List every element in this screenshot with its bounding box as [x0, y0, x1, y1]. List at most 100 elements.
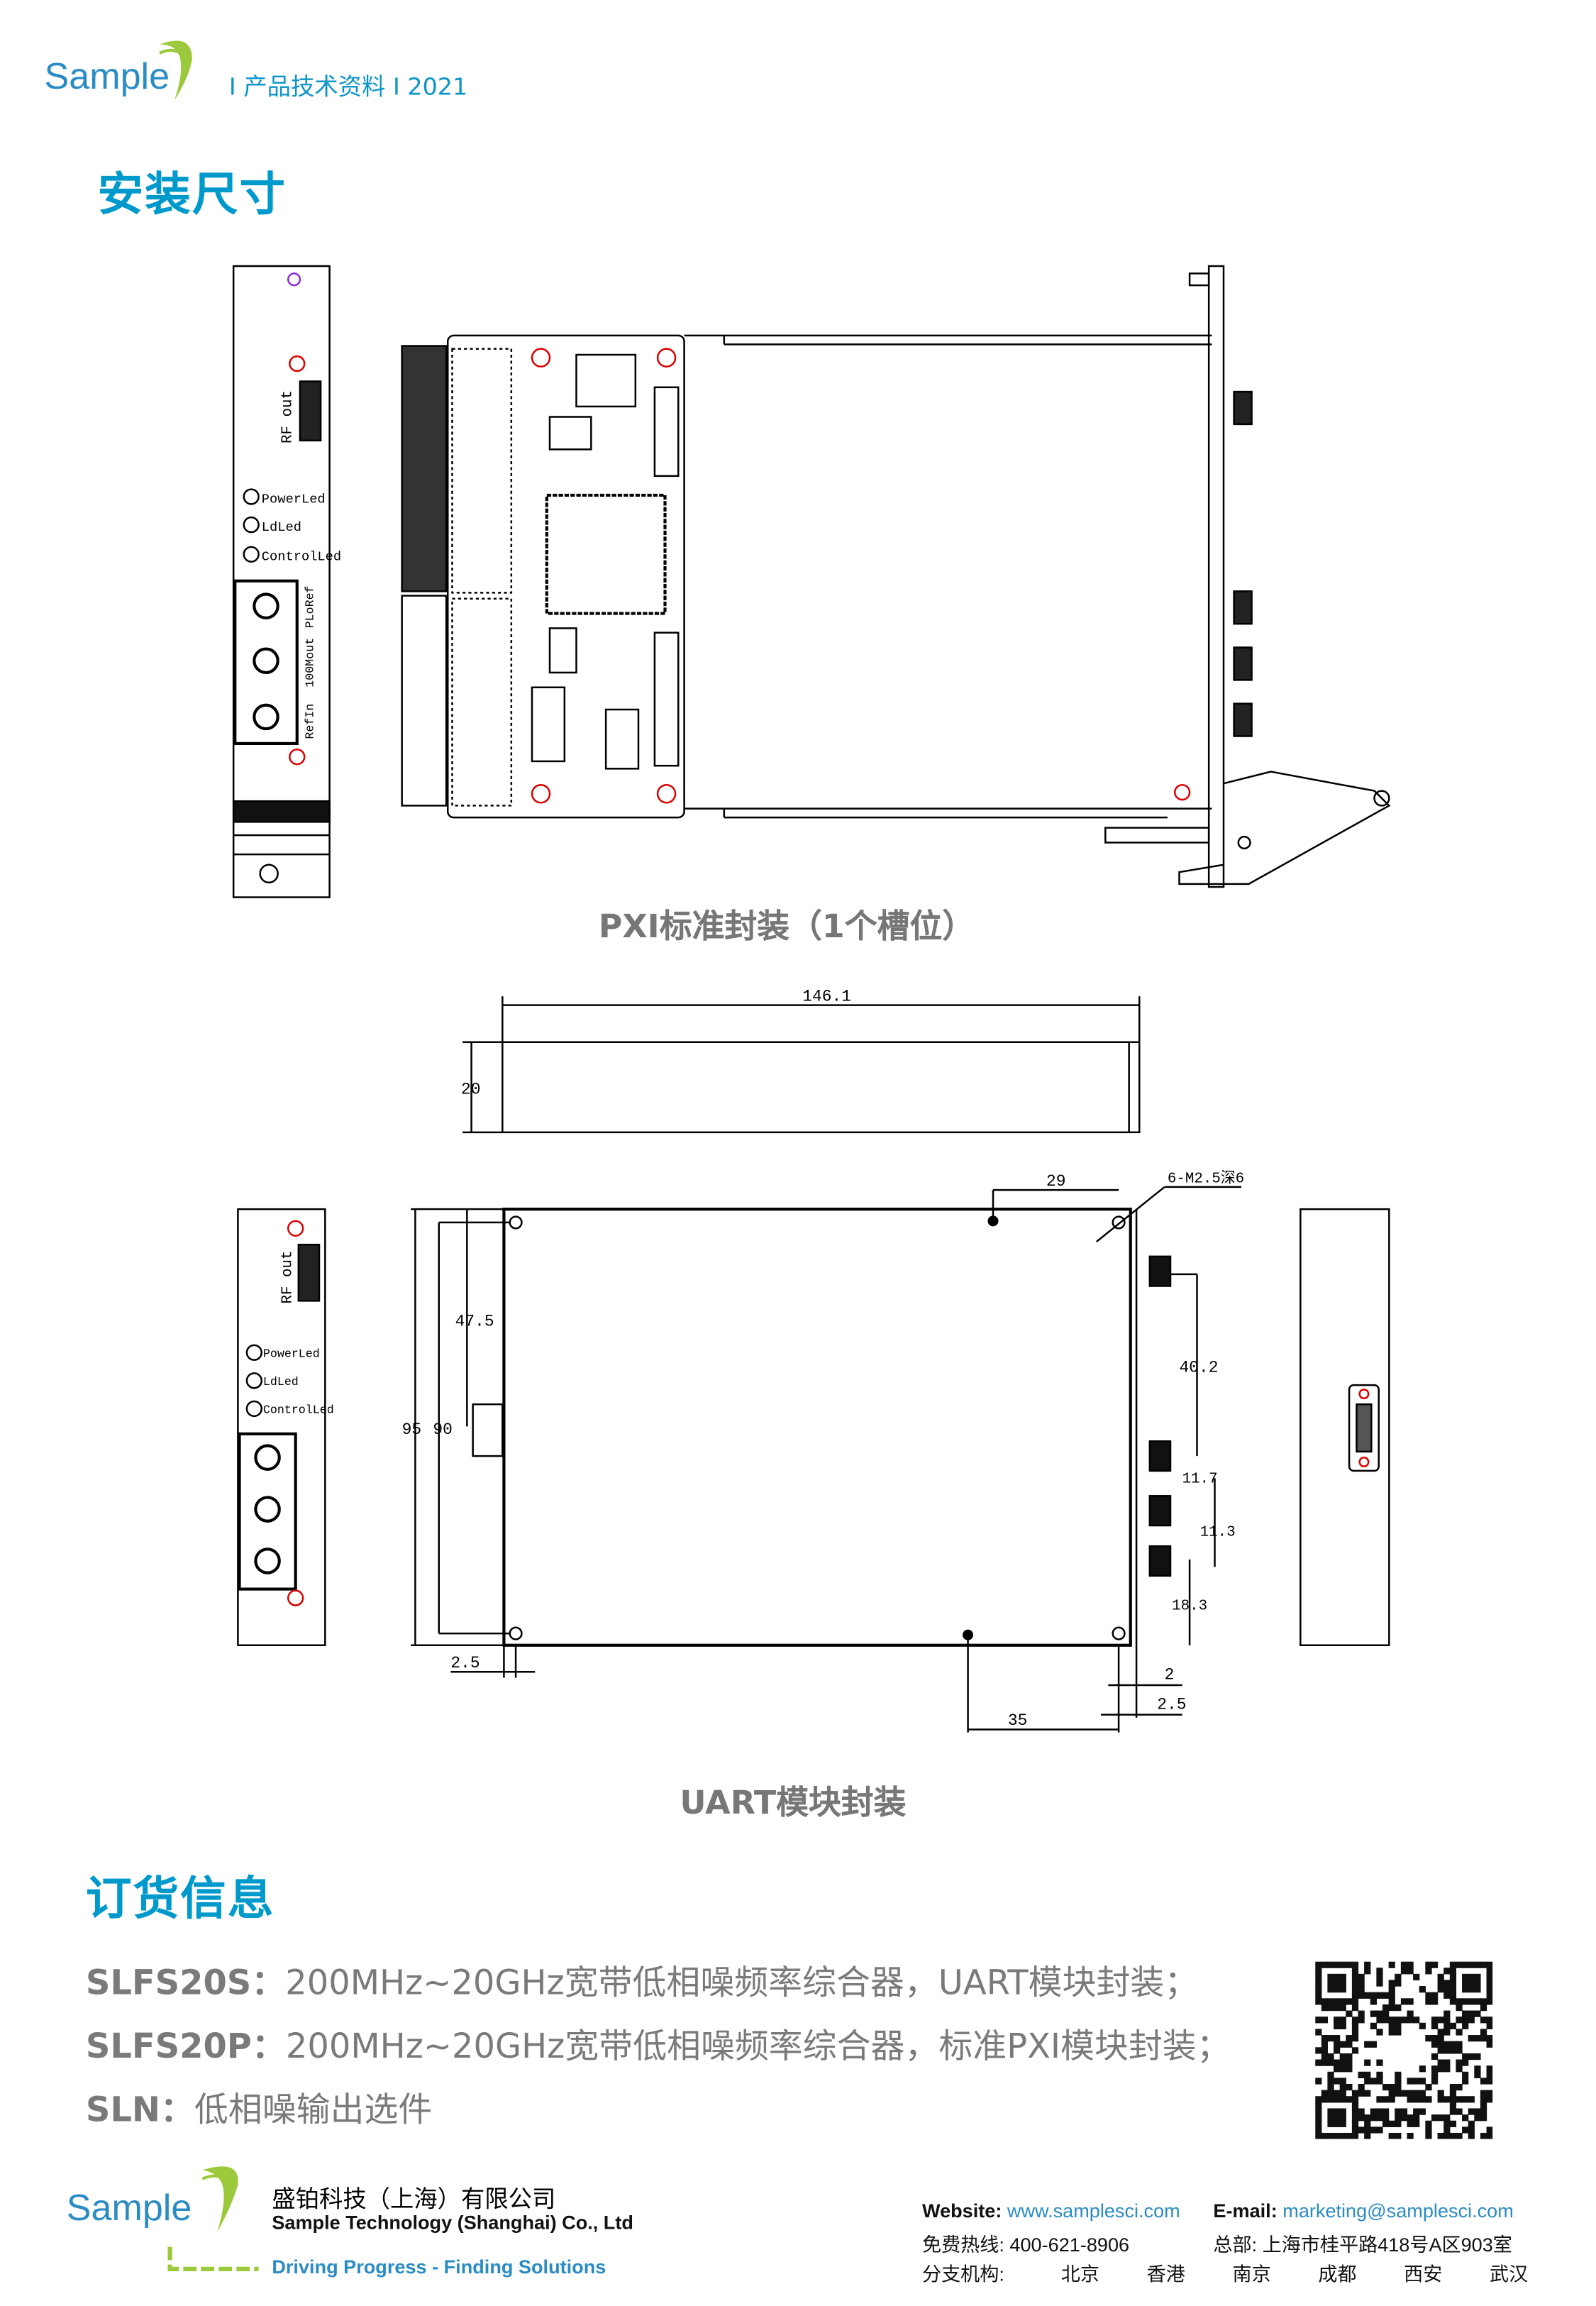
hq-address: 上海市桂平路418号A区903室	[1262, 2233, 1512, 2256]
qr-module	[1315, 1998, 1322, 2005]
hq-label: 总部:	[1213, 2233, 1258, 2256]
qr-module	[1358, 2083, 1365, 2091]
label-ref-out: PLoRef	[304, 585, 318, 628]
label-rf-out: RF out	[279, 390, 296, 443]
dim-11-7: 11.7	[1182, 1472, 1218, 1488]
qr-module	[1468, 2126, 1475, 2134]
qr-module	[1382, 2017, 1390, 2024]
qr-module	[1443, 1992, 1451, 1999]
qr-module	[1413, 2090, 1420, 2097]
qr-module	[1480, 1961, 1487, 1968]
qr-module	[1443, 2132, 1451, 2139]
qr-module	[1395, 2017, 1402, 2024]
qr-module	[1456, 1998, 1463, 2005]
pxi-board	[401, 265, 1391, 888]
qr-module	[1315, 1986, 1322, 1993]
qr-module	[1358, 1973, 1365, 1981]
qr-module	[1474, 1961, 1481, 1968]
qr-module	[1431, 2022, 1439, 2030]
qr-module	[1370, 1998, 1377, 2005]
qr-module	[1462, 1986, 1469, 1993]
qr-module	[1334, 1980, 1341, 1987]
qr-module	[1456, 1961, 1463, 1968]
qr-module	[1449, 2090, 1457, 2097]
qr-module	[1431, 2065, 1439, 2073]
qr-module	[1388, 2004, 1395, 2012]
email-link[interactable]: marketing@samplesci.com	[1282, 2199, 1514, 2222]
order-sep: ：	[251, 2028, 286, 2067]
qr-module	[1327, 2004, 1334, 2012]
qr-module	[1449, 1992, 1457, 1999]
qr-module	[1456, 2047, 1463, 2054]
label-ld-led: LdLed	[262, 519, 301, 535]
qr-module	[1437, 1973, 1444, 1981]
qr-module	[1358, 2090, 1365, 2097]
qr-module	[1413, 2108, 1420, 2115]
logo-swoosh-icon	[159, 40, 192, 101]
qr-module	[1358, 1992, 1365, 1999]
qr-module	[1364, 1961, 1371, 1968]
qr-module	[1388, 2132, 1395, 2139]
qr-module	[1388, 2120, 1395, 2127]
hotline-number: 400-621-8906	[1009, 2233, 1130, 2256]
slogan: Driving Progress - Finding Solutions	[272, 2256, 606, 2278]
qr-module	[1388, 1986, 1395, 1993]
qr-module	[1346, 2083, 1353, 2091]
qr-module	[1407, 1998, 1414, 2005]
qr-module	[1443, 2114, 1451, 2122]
qr-module	[1449, 2132, 1457, 2139]
qr-module	[1468, 1973, 1475, 1981]
qr-module	[1382, 2083, 1390, 2091]
qr-module	[1443, 2047, 1451, 2054]
qr-module	[1431, 2071, 1439, 2078]
qr-module	[1315, 1973, 1322, 1981]
qr-module	[1321, 2053, 1329, 2060]
website-link[interactable]: www.samplesci.com	[1007, 2199, 1180, 2222]
qr-module	[1437, 2096, 1444, 2103]
qr-module	[1388, 1961, 1395, 1968]
qr-module	[1474, 2053, 1481, 2060]
qr-module	[1449, 1973, 1457, 1981]
pxi-front-panel: RF out PowerLed LdLed ControlLed PLoRef …	[232, 265, 341, 898]
qr-module	[1376, 2017, 1383, 2024]
qr-module	[1351, 2120, 1359, 2127]
qr-module	[1395, 2090, 1402, 2097]
qr-module	[1315, 2126, 1322, 2134]
hotline-line: 免费热线: 400-621-8906	[922, 2229, 1129, 2258]
qr-module	[1449, 2047, 1457, 2054]
qr-module	[1449, 1980, 1457, 1987]
qr-module	[1480, 2078, 1487, 2085]
qr-module	[1443, 2096, 1451, 2103]
qr-module	[1480, 2096, 1487, 2103]
qr-module	[1364, 2059, 1371, 2066]
qr-module	[1437, 2035, 1444, 2042]
order-desc: 200MHz~20GHz宽带低相噪频率综合器，UART模块封装；	[285, 1964, 1199, 2003]
label-ref-in: RefIn	[304, 704, 318, 739]
qr-module	[1468, 2053, 1475, 2060]
qr-module	[1376, 2059, 1383, 2066]
qr-module	[1315, 1968, 1322, 1975]
qr-module	[1334, 1961, 1341, 1968]
qr-module	[1364, 2120, 1371, 2127]
qr-module	[1315, 2108, 1322, 2115]
qr-module	[1425, 2083, 1432, 2091]
email-line: E-mail: marketing@samplesci.com	[1213, 2200, 1513, 2222]
qr-module	[1480, 2029, 1487, 2036]
dim-2: 2	[1165, 1666, 1175, 1684]
qr-module	[1351, 2102, 1359, 2109]
qr-module	[1407, 2096, 1414, 2103]
qr-module	[1395, 2029, 1402, 2036]
branch-item: 南京	[1232, 2263, 1271, 2285]
qr-module	[1425, 1968, 1432, 1975]
qr-module	[1364, 1992, 1371, 1999]
qr-module	[1400, 1961, 1408, 1968]
qr-module	[1474, 1986, 1481, 1993]
qr-module	[1480, 2108, 1487, 2115]
qr-module	[1358, 2010, 1365, 2017]
qr-module	[1456, 2017, 1463, 2024]
qr-module	[1437, 2041, 1444, 2048]
qr-module	[1456, 2029, 1463, 2036]
footer-logo-text: Sample	[66, 2188, 192, 2229]
qr-module	[1443, 1986, 1451, 1993]
qr-module	[1395, 2004, 1402, 2012]
